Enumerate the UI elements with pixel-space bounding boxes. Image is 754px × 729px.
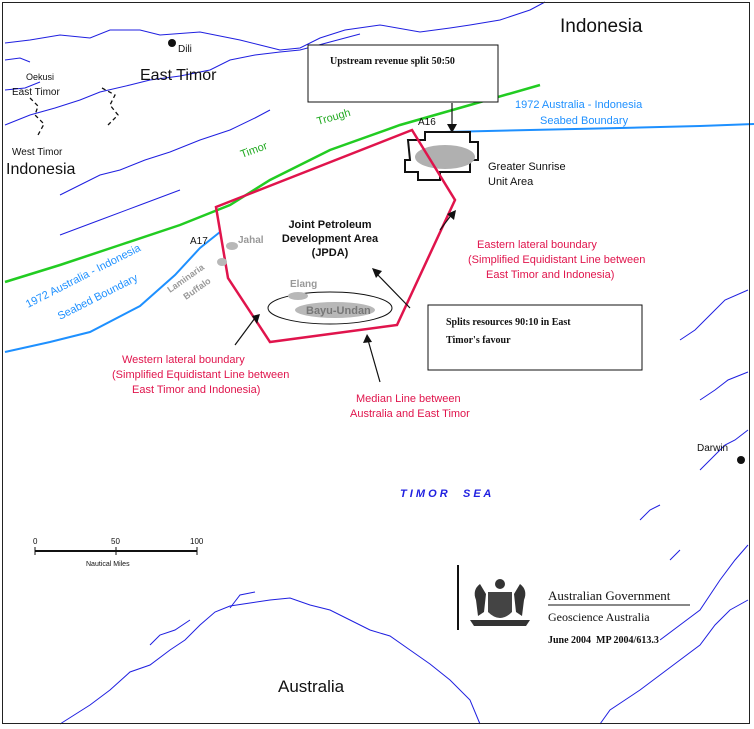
label-seabed-right-1: 1972 Australia - Indonesia bbox=[515, 99, 643, 111]
jahal-field bbox=[226, 242, 238, 250]
upstream-callout-box bbox=[307, 44, 499, 103]
label-jpda-2: Development Area bbox=[282, 233, 379, 245]
label-timor-trough-2: Trough bbox=[316, 107, 352, 128]
label-western-1: Western lateral boundary bbox=[122, 354, 245, 366]
label-australia: Australia bbox=[278, 677, 345, 696]
label-median-2: Australia and East Timor bbox=[350, 408, 470, 420]
label-western-3: East Timor and Indonesia) bbox=[132, 384, 260, 396]
label-indonesia-top: Indonesia bbox=[560, 16, 643, 37]
label-dili: Dili bbox=[178, 44, 192, 55]
bayu-undan-outline bbox=[267, 291, 393, 325]
jpda-polygon bbox=[214, 128, 457, 344]
coat-of-arms-icon bbox=[470, 579, 530, 626]
label-jpda-3: (JPDA) bbox=[312, 247, 349, 259]
upstream-callout-text: Upstream revenue split 50:50 bbox=[330, 56, 455, 67]
callout-arrows bbox=[234, 103, 457, 383]
credit-line2: Geoscience Australia bbox=[548, 610, 650, 624]
australia-coastline bbox=[59, 289, 749, 725]
scale-bar: 0 50 100 Nautical Miles bbox=[33, 537, 204, 568]
label-jahal: Jahal bbox=[238, 235, 264, 246]
splits-callout-box bbox=[427, 304, 643, 371]
credit-line3: June 2004 MP 2004/613.3 bbox=[548, 635, 659, 646]
label-a16: A16 bbox=[418, 117, 436, 128]
laminaria-field bbox=[217, 258, 227, 266]
label-western-2: (Simplified Equidistant Line between bbox=[112, 369, 289, 381]
west-timor-border bbox=[29, 87, 119, 136]
label-eastern-3: East Timor and Indonesia) bbox=[486, 269, 614, 281]
scale-tick-100: 100 bbox=[190, 537, 204, 546]
label-jpda-1: Joint Petroleum bbox=[288, 219, 371, 231]
bayu-undan-field bbox=[295, 302, 375, 318]
darwin-marker bbox=[737, 456, 745, 464]
seabed-boundary-left bbox=[4, 231, 221, 353]
label-bayu-undan: Bayu-Undan bbox=[306, 305, 371, 317]
scale-tick-0: 0 bbox=[33, 537, 38, 546]
seabed-boundary-right bbox=[444, 123, 754, 133]
label-a17: A17 bbox=[190, 236, 208, 247]
label-indonesia-left: Indonesia bbox=[6, 161, 75, 178]
scale-tick-50: 50 bbox=[111, 537, 120, 546]
label-elang: Elang bbox=[290, 279, 317, 290]
timor-coastline bbox=[4, 1, 546, 236]
label-greater-sunrise-1: Greater Sunrise bbox=[488, 161, 566, 173]
elang-field bbox=[288, 292, 308, 300]
label-darwin: Darwin bbox=[697, 443, 728, 454]
greater-sunrise-unit-area bbox=[404, 131, 479, 181]
label-east-timor: East Timor bbox=[140, 67, 217, 84]
greater-sunrise-field bbox=[415, 145, 475, 169]
scale-unit: Nautical Miles bbox=[86, 561, 130, 568]
splits-callout-line1: Splits resources 90:10 in East bbox=[446, 317, 571, 328]
dili-marker bbox=[168, 39, 176, 47]
label-eastern-2: (Simplified Equidistant Line between bbox=[468, 254, 645, 266]
label-oekusi-line1: Oekusi bbox=[26, 72, 54, 82]
label-timor-trough-1: Timor bbox=[239, 140, 269, 161]
label-median-1: Median Line between bbox=[356, 393, 461, 405]
label-seabed-right-2: Seabed Boundary bbox=[540, 115, 629, 127]
label-oekusi-line2: East Timor bbox=[12, 87, 60, 98]
credit-line1: Australian Government bbox=[548, 588, 671, 603]
label-west-timor: West Timor bbox=[12, 147, 63, 158]
label-timor-sea: T I M O R S E A bbox=[400, 488, 491, 500]
label-greater-sunrise-2: Unit Area bbox=[488, 176, 534, 188]
splits-callout-line2: Timor's favour bbox=[446, 335, 511, 346]
label-eastern-1: Eastern lateral boundary bbox=[477, 239, 597, 251]
